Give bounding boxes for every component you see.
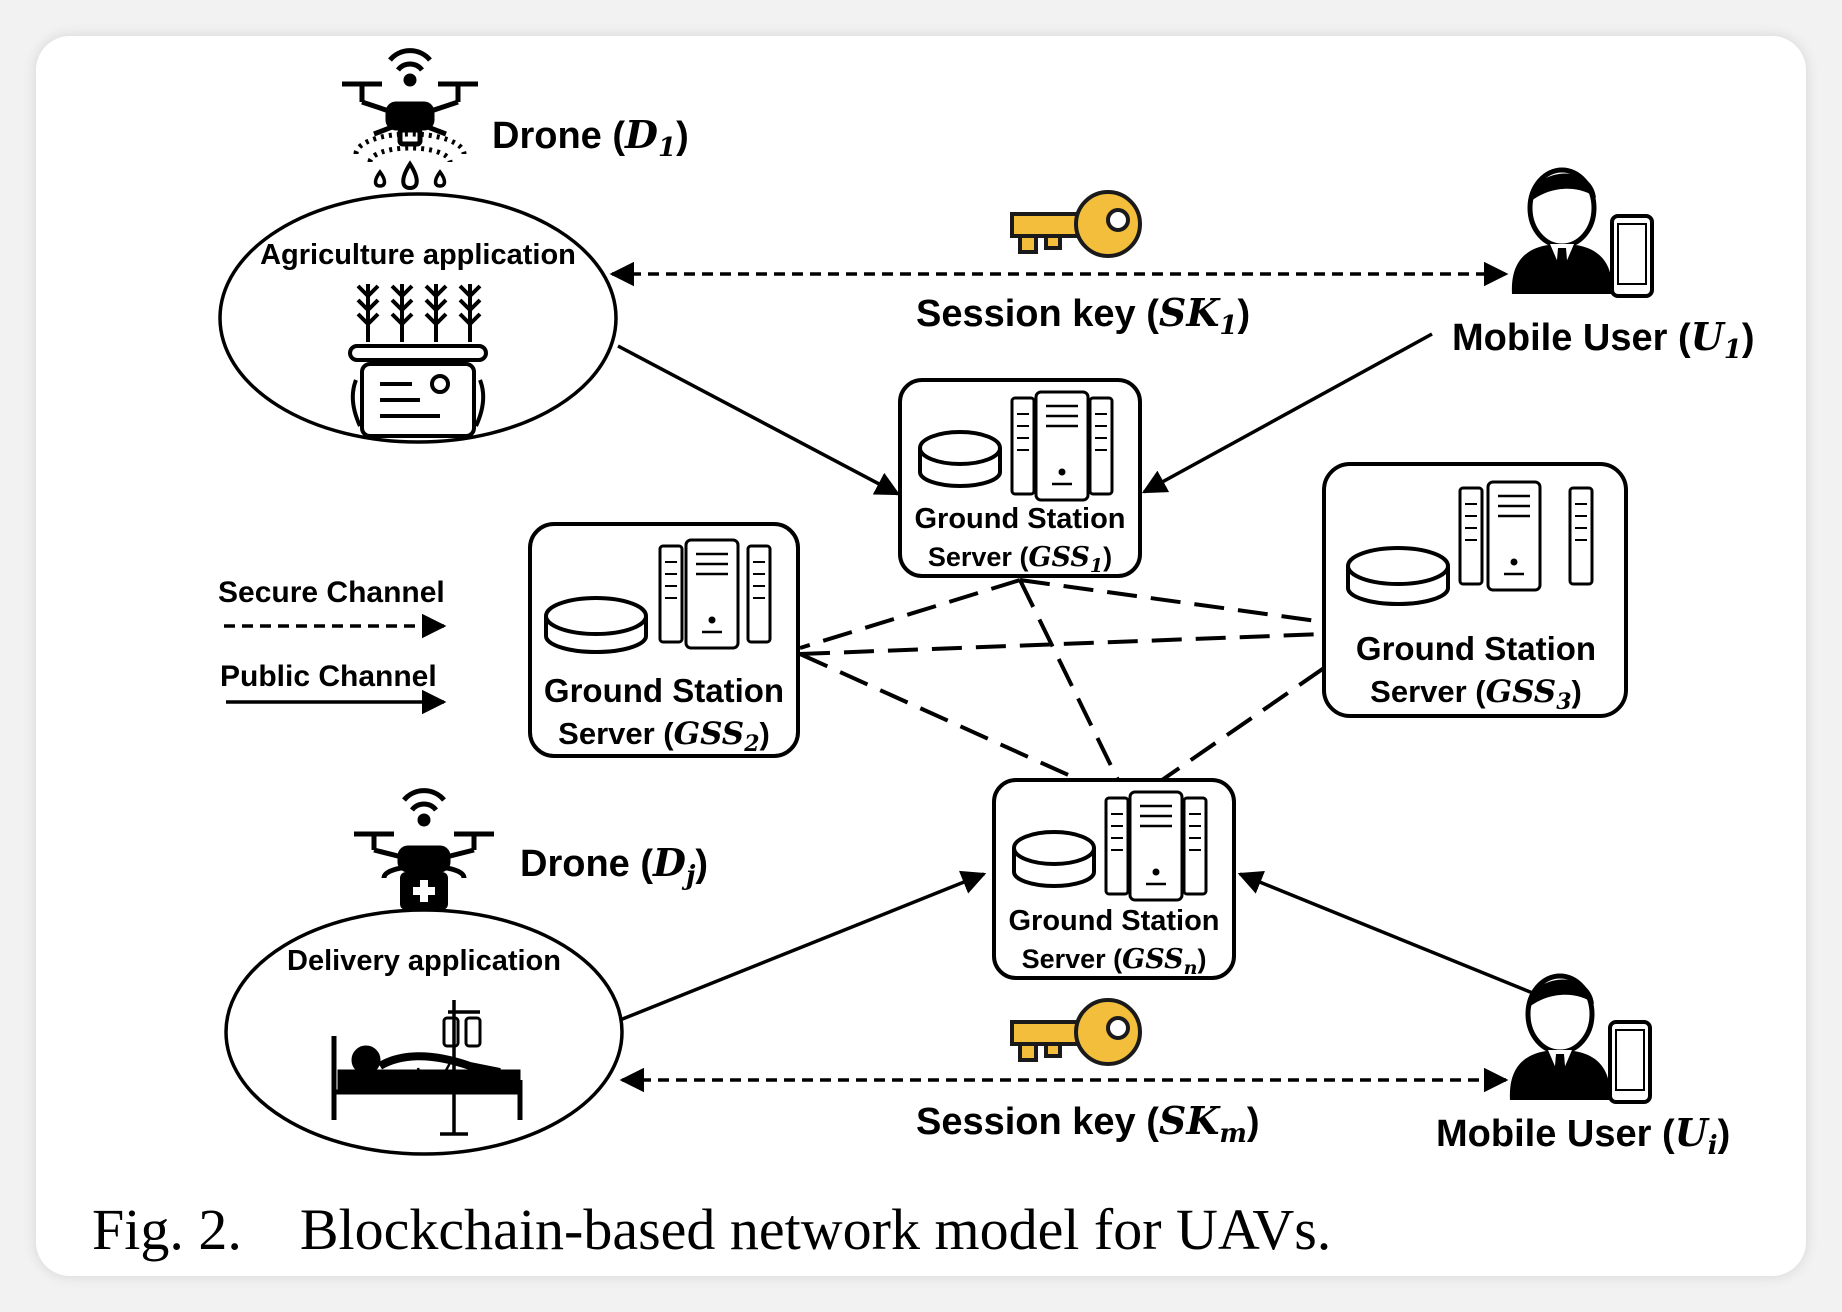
gssn-line2: Server (GSSn) bbox=[1022, 944, 1207, 979]
gss3-line2: Server (GSS3) bbox=[1370, 674, 1582, 715]
delivery-app-ellipse[interactable] bbox=[224, 908, 624, 1156]
caption-prefix: Fig. 2. bbox=[92, 1197, 242, 1262]
session-key-bottom-label: Session key (SKm) bbox=[916, 1098, 1260, 1149]
dronej-label: Drone (Dj) bbox=[520, 840, 708, 891]
link-gss1-gss3 bbox=[1019, 578, 1325, 624]
blockchain-links bbox=[799, 578, 1326, 782]
public-links bbox=[617, 332, 1541, 1022]
drone-icon bbox=[342, 48, 478, 191]
database-icon bbox=[1012, 830, 1096, 888]
server-rack-icon bbox=[1458, 480, 1594, 592]
link-agri-gss1 bbox=[617, 344, 901, 496]
database-icon bbox=[544, 596, 648, 654]
link-gss2-gss3 bbox=[799, 632, 1325, 656]
mobile-user-icon bbox=[1509, 973, 1652, 1104]
key-icon bbox=[1010, 190, 1142, 258]
link-gss3-gssn bbox=[1160, 666, 1326, 782]
gss1-box[interactable]: Ground Station Server (GSS1) bbox=[898, 378, 1142, 578]
caption-text: Blockchain-based network model for UAVs. bbox=[299, 1197, 1332, 1262]
gss1-line1: Ground Station bbox=[914, 503, 1125, 535]
link-useri-gssn bbox=[1237, 870, 1541, 998]
server-rack-icon bbox=[658, 538, 772, 650]
first-aid-kit-icon bbox=[400, 862, 448, 910]
gssn-box[interactable]: Ground Station Server (GSSn) bbox=[992, 778, 1236, 980]
legend-public-label: Public Channel bbox=[220, 660, 437, 693]
secure-links bbox=[609, 261, 1509, 1093]
wheat-icon bbox=[348, 284, 488, 362]
delivery-app-label: Delivery application bbox=[287, 945, 561, 977]
figure-caption: Fig. 2. Blockchain-based network model f… bbox=[92, 1198, 1692, 1262]
session-key-top-label: Session key (SK1) bbox=[916, 290, 1250, 341]
database-icon bbox=[918, 430, 1002, 488]
gss2-line2: Server (GSS2) bbox=[558, 716, 770, 757]
agriculture-app-label: Agriculture application bbox=[260, 239, 576, 271]
gss3-line1: Ground Station bbox=[1356, 630, 1596, 667]
legend-secure-label: Secure Channel bbox=[218, 576, 445, 609]
drone1-label: Drone (D1) bbox=[492, 112, 689, 163]
mobile-user-icon bbox=[1511, 167, 1654, 298]
server-rack-icon bbox=[1010, 390, 1114, 502]
drone-icon bbox=[354, 788, 494, 880]
link-gss1-gss2 bbox=[799, 578, 1021, 650]
key-icon bbox=[1010, 998, 1142, 1066]
gss2-box[interactable]: Ground Station Server (GSS2) bbox=[528, 522, 800, 758]
gss1-line2: Server (GSS1) bbox=[928, 542, 1112, 577]
link-gss2-gssn bbox=[799, 652, 1076, 780]
user1-label: Mobile User (U1) bbox=[1452, 314, 1755, 365]
legend: Secure Channel Public Channel bbox=[218, 576, 447, 715]
gssn-line1: Ground Station bbox=[1008, 905, 1219, 937]
gss3-box[interactable]: Ground Station Server (GSS3) bbox=[1322, 462, 1628, 718]
useri-label: Mobile User (Ui) bbox=[1436, 1110, 1730, 1161]
database-icon bbox=[1346, 546, 1450, 606]
link-delivery-gssn bbox=[619, 870, 987, 1022]
tablet-icon bbox=[350, 362, 486, 438]
hospital-bed-icon bbox=[331, 1000, 523, 1136]
server-rack-icon bbox=[1104, 790, 1208, 902]
agriculture-app-ellipse[interactable] bbox=[218, 192, 618, 444]
gss2-line1: Ground Station bbox=[544, 672, 784, 709]
link-user1-gss1 bbox=[1141, 332, 1433, 494]
link-gss1-gssn bbox=[1018, 579, 1120, 781]
